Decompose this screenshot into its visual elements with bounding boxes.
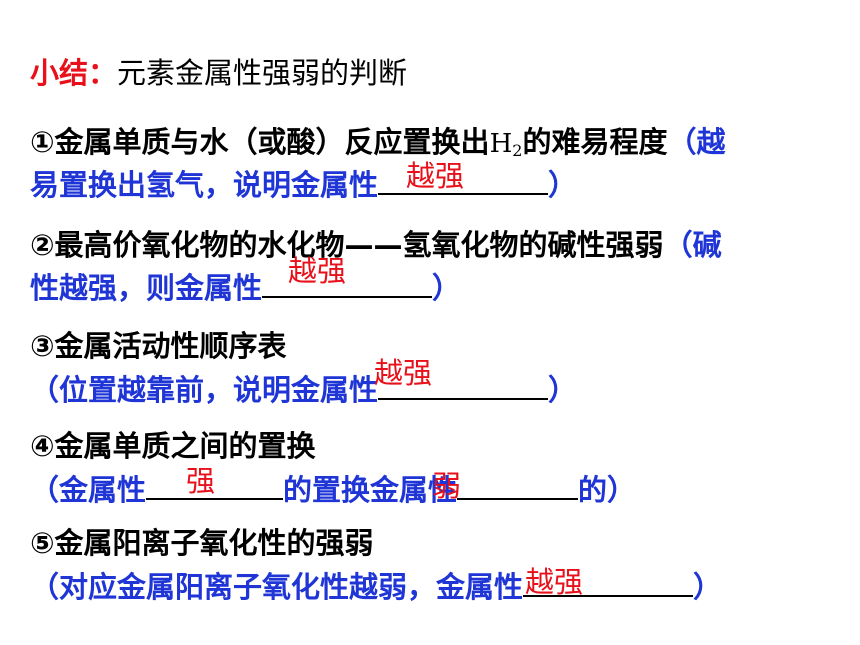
item3-note-end: ） (548, 373, 578, 407)
h2-formula: H2 (489, 129, 523, 160)
item4-line1: ④金属单质之间的置换 (30, 428, 316, 464)
item3-text: ③金属活动性顺序表 (30, 329, 287, 363)
item2-answer: 越强 (288, 254, 347, 288)
item2-line1: ②最高价氧化物的水化物——氢氧化物的碱性强弱（碱 (30, 227, 722, 263)
item2-line2: 性越强，则金属性越强 ） (30, 256, 462, 306)
item5-line2: （对应金属阳离子氧化性越弱，金属性越强 ） (30, 565, 722, 605)
item1-note-start: （越 (667, 125, 726, 159)
item4-blank1: 强 (146, 464, 284, 500)
summary-heading: 元素金属性强弱的判断 (117, 56, 408, 90)
item1-line2: 易置换出氢气，说明金属性越强 ） (30, 159, 578, 203)
item1-note-end: ） (548, 168, 578, 202)
item2-note: 性越强，则金属性 (30, 271, 263, 305)
item2-note-end: ） (432, 271, 462, 305)
item3-line1: ③金属活动性顺序表 (30, 328, 287, 364)
item3-blank: 越强 (374, 358, 549, 400)
item5-note-end: ） (693, 570, 723, 604)
summary-title: 小结：元素金属性强弱的判断 (30, 55, 407, 91)
item1-text: ①金属单质与水（或酸）反应置换出 (30, 125, 490, 159)
item5-line1: ⑤金属阳离子氧化性的强弱 (30, 525, 374, 561)
item1-text-mid: 的难易程度 (522, 125, 668, 159)
item1-answer: 越强 (406, 159, 465, 193)
item5-blank: 越强 (523, 565, 694, 599)
item1-note: 易置换出氢气，说明金属性 (30, 168, 379, 202)
item1-blank: 越强 (378, 159, 549, 195)
item5-text: ⑤金属阳离子氧化性的强弱 (30, 526, 374, 560)
item3-note: （位置越靠前，说明金属性 (30, 373, 379, 407)
item4-note-end: 的） (578, 473, 637, 507)
item2-blank: 越强 (262, 256, 433, 298)
item2-text: ②最高价氧化物的水化物——氢氧化物的碱性强弱 (30, 228, 664, 262)
item4-answer1: 强 (186, 464, 216, 498)
item3-answer: 越强 (374, 356, 433, 390)
item4-note-mid: 的置换金属性 (283, 473, 458, 507)
item3-line2: （位置越靠前，说明金属性越强 ） (30, 358, 578, 408)
item5-note: （对应金属阳离子氧化性越弱，金属性 (30, 570, 524, 604)
summary-label: 小结： (30, 56, 118, 90)
item2-note-start: （碱 (663, 228, 722, 262)
item4-line2: （金属性 强 的置换金属性 的） (30, 464, 637, 508)
item4-blank2 (457, 468, 579, 500)
item4-text: ④金属单质之间的置换 (30, 429, 316, 463)
item4-note: （金属性 (30, 473, 147, 507)
item4-answer2: 弱 (432, 469, 462, 503)
item1-line1: ①金属单质与水（或酸）反应置换出H2的难易程度（越 (30, 124, 725, 169)
item5-answer: 越强 (525, 565, 584, 599)
